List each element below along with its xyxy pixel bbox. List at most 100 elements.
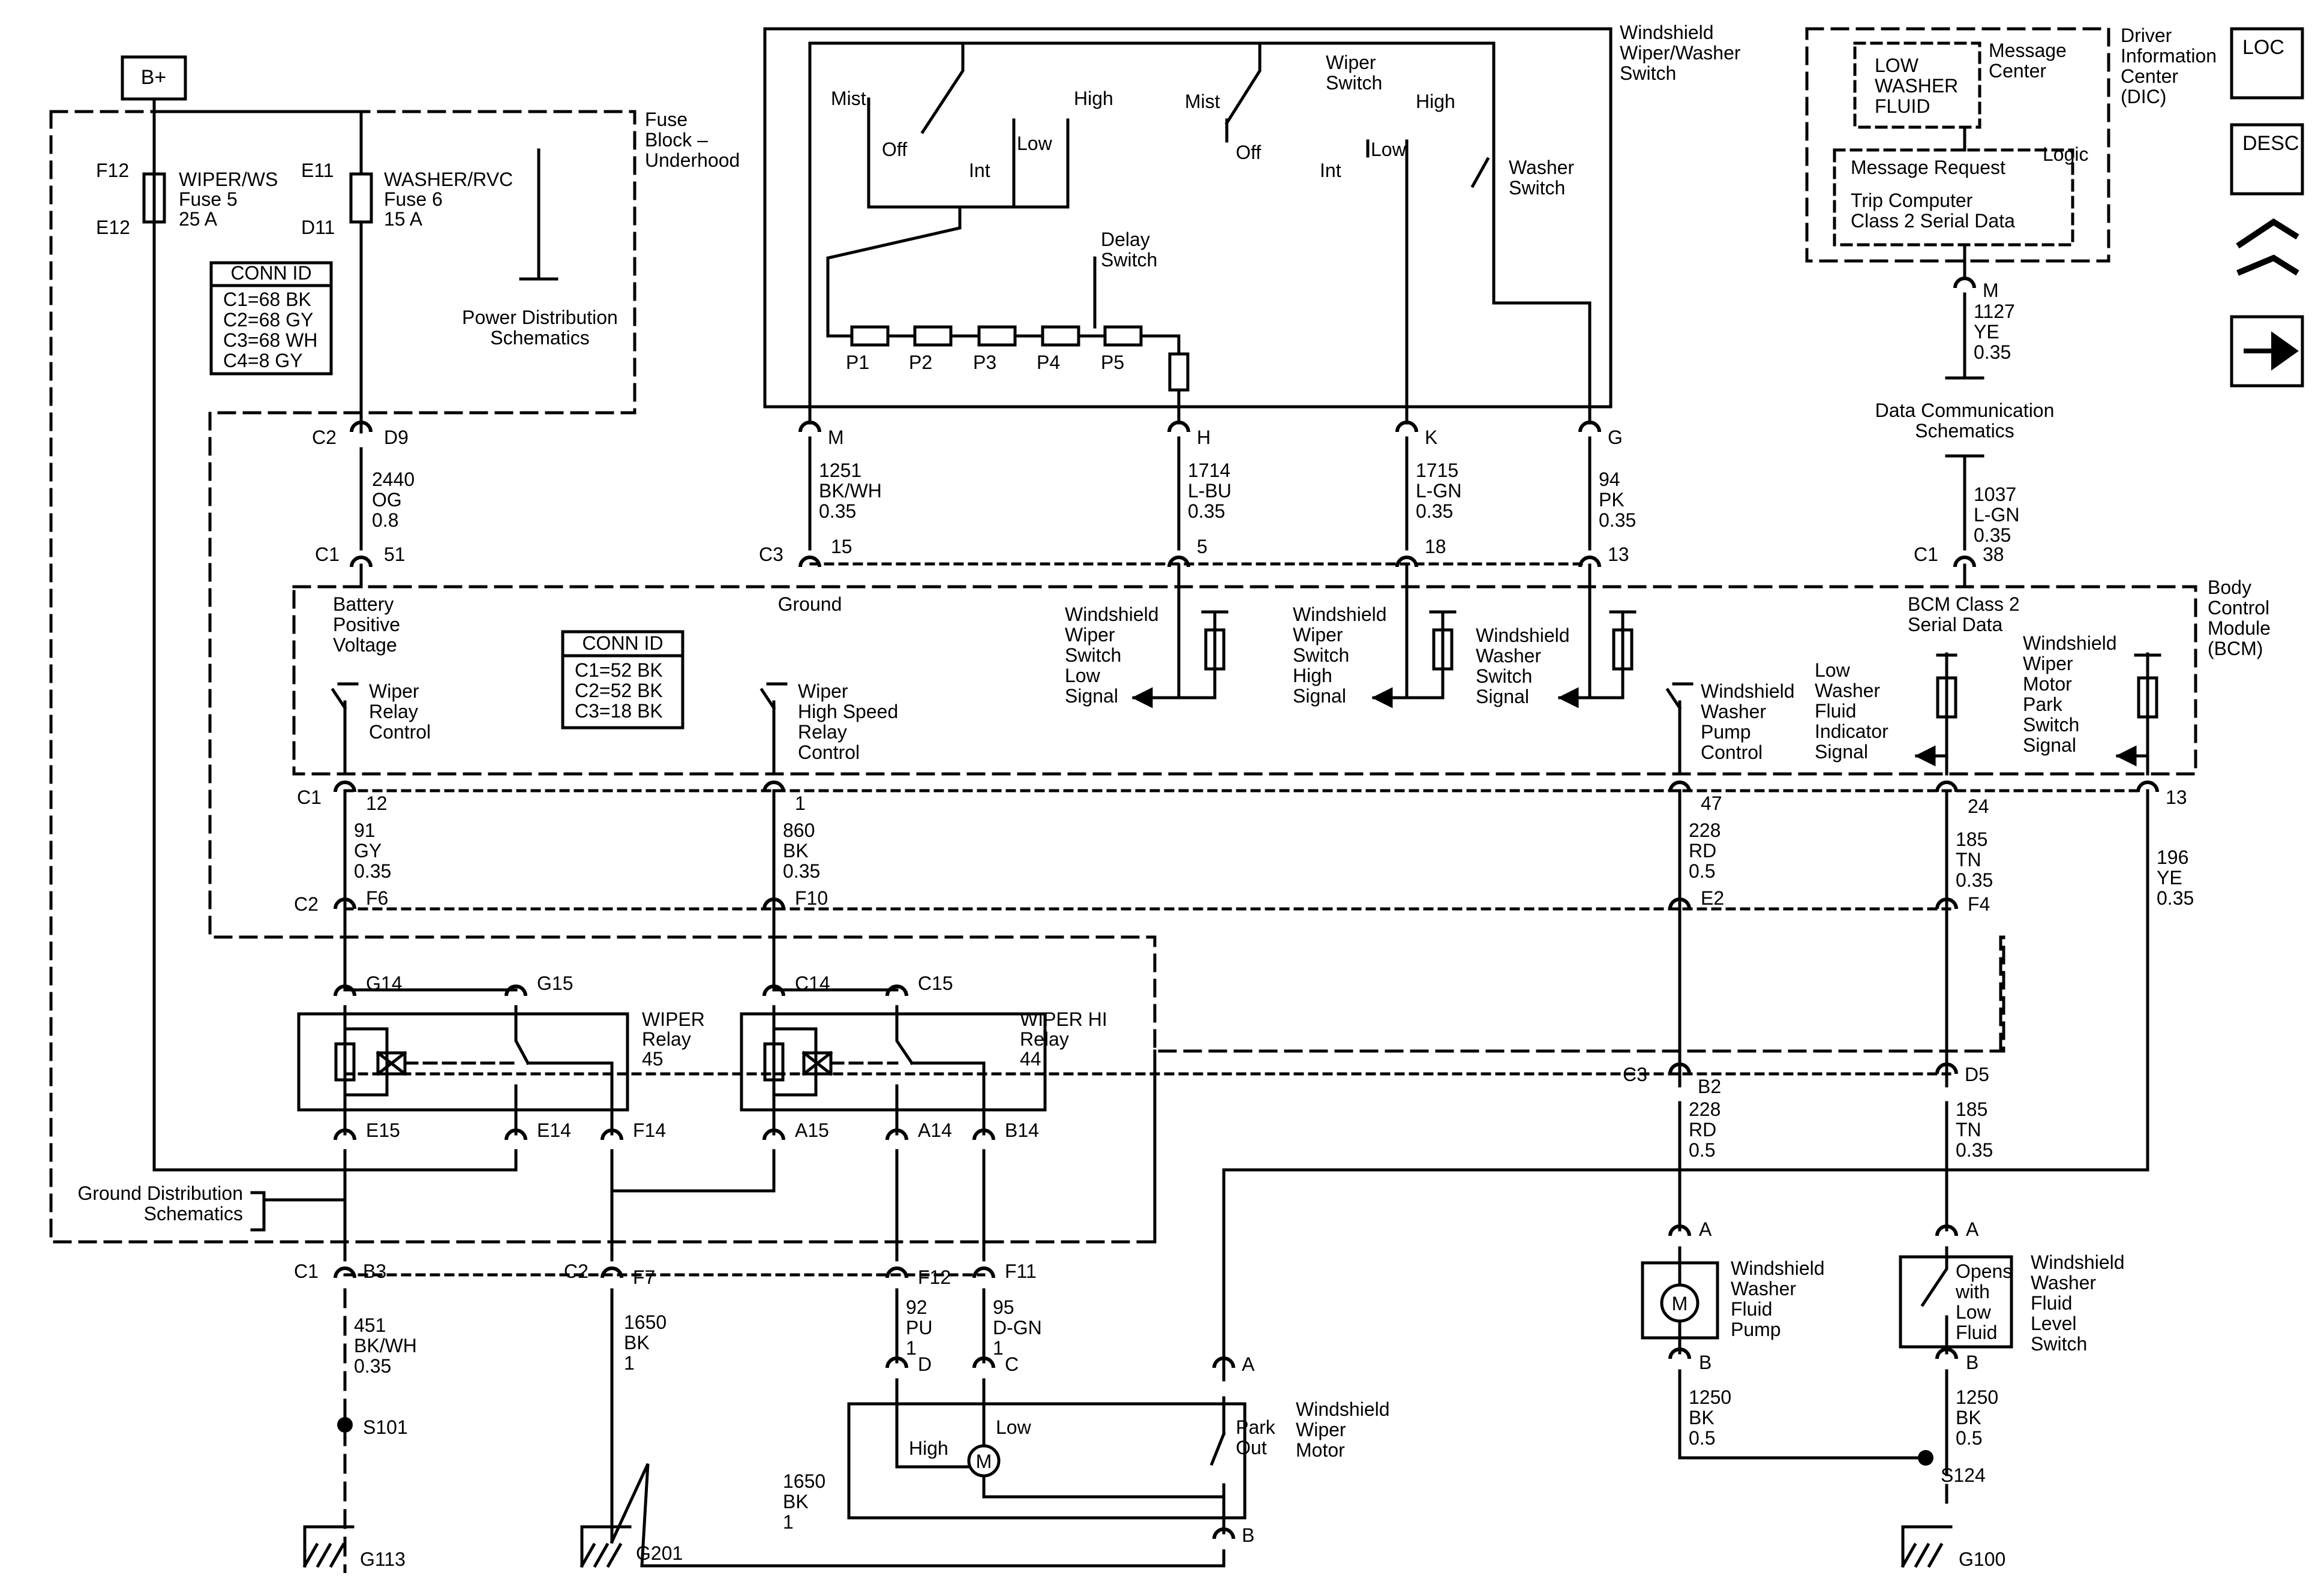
conn-f10: F10 (795, 887, 828, 909)
conn-bcm-15: 15 (831, 536, 852, 557)
fuse6-top-pin: E11 (301, 160, 334, 181)
conn-c3b: C3 (1623, 1064, 1647, 1085)
bcm-connid-box (561, 630, 684, 730)
pos-int-left: Int (969, 160, 990, 181)
pin-c15: C15 (918, 972, 953, 994)
delay-p5: P5 (1101, 352, 1124, 373)
pump-pin-b: B (1699, 1352, 1712, 1373)
fuse-6 (349, 172, 373, 224)
pos-low-right: Low (1371, 139, 1407, 160)
fuse-block-boundary (49, 110, 2005, 1244)
level-switch-box (1899, 1255, 2013, 1349)
bcm-boundary (292, 585, 2197, 776)
conn-bcm-13b: 13 (2166, 787, 2187, 808)
conn-bcm-18: 18 (1425, 536, 1446, 557)
pos-high-left: High (1074, 88, 1113, 109)
fuse6-rating: 15 A (384, 208, 423, 230)
conn-e2: E2 (1701, 887, 1724, 909)
conn-c1d: C1 (294, 1260, 319, 1282)
desc-icon: DESC (2242, 132, 2299, 155)
fuse6-bottom-pin: D11 (301, 217, 335, 238)
logic-label: Logic (2043, 143, 2089, 165)
delay-p1: P1 (846, 352, 869, 373)
conn-fuse-c2: C2 (312, 427, 337, 448)
arrow-box (2230, 315, 2304, 388)
conn-bcm-c1b: C1 (1914, 544, 1938, 565)
pos-mist-right: Mist (1185, 91, 1220, 112)
legend-icons: LOC DESC (2236, 36, 2299, 371)
pin-a14: A14 (918, 1119, 952, 1141)
ground-g201-label: G201 (636, 1542, 683, 1564)
conn-bcm-1: 1 (795, 792, 806, 814)
conn-bcm-c1c: C1 (297, 787, 322, 808)
splice-s101 (337, 1417, 353, 1433)
conn-bcm-c1a: C1 (315, 544, 340, 565)
conn-f4: F4 (1968, 893, 1990, 915)
bcm-connid-title: CONN ID (582, 632, 663, 654)
dic-pin-m: M (1983, 280, 1999, 301)
conn-bcm-12: 12 (366, 792, 388, 814)
conn-bcm-38: 38 (1983, 544, 2004, 565)
pos-high-right: High (1416, 91, 1455, 112)
conn-f12: F12 (918, 1266, 951, 1288)
pin-e15: E15 (366, 1119, 400, 1141)
wiper-hi-relay-box (740, 1012, 1047, 1112)
splice-s124-label: S124 (1941, 1464, 1986, 1486)
ground-g100-label: G100 (1959, 1548, 2005, 1570)
fuse5-name: WIPER/WS (179, 169, 278, 190)
fuse6-number: Fuse 6 (384, 188, 443, 210)
conn-bcm-5: 5 (1197, 536, 1208, 557)
motor-pin-a: A (1242, 1353, 1255, 1375)
splice-s124 (1918, 1450, 1933, 1466)
delay-p4: P4 (1037, 352, 1060, 373)
motor-pin-c: C (1005, 1353, 1019, 1375)
conn-bcm-47: 47 (1701, 792, 1722, 814)
pin-g15: G15 (537, 972, 573, 994)
pin-a15: A15 (795, 1119, 829, 1141)
dic-boundary (1805, 27, 2110, 263)
fuse5-bottom-pin: E12 (96, 217, 130, 238)
switch-box (763, 27, 1613, 409)
pump-symbol: M (1672, 1293, 1688, 1314)
fuse5-number: Fuse 5 (179, 188, 238, 210)
conn-fuse-d9: D9 (384, 427, 409, 448)
conn-f7: F7 (633, 1266, 655, 1288)
pos-off-right: Off (1236, 142, 1261, 163)
motor-symbol: M (976, 1451, 992, 1472)
